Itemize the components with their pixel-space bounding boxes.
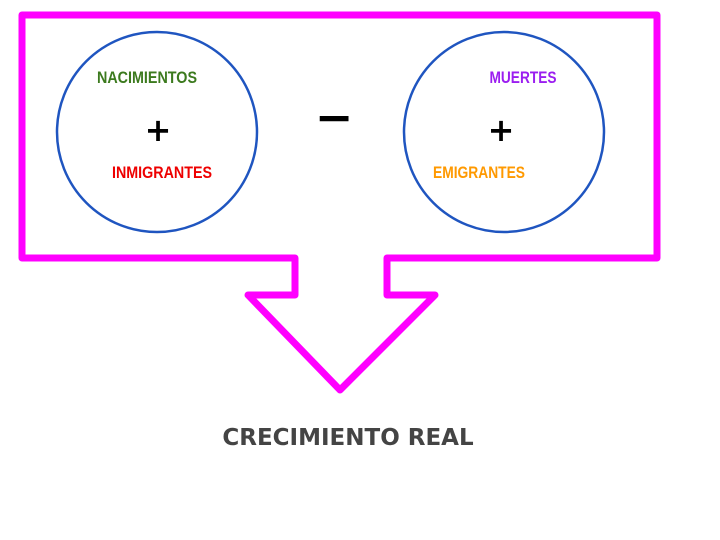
minus-operator: − [315, 90, 354, 144]
right-circle [402, 30, 606, 234]
deaths-label: MUERTES [490, 68, 557, 87]
immigrants-label: INMIGRANTES [112, 163, 212, 182]
callout-arrow-outline [18, 11, 661, 394]
emigrants-label: EMIGRANTES [433, 163, 525, 182]
plus-operator-left: + [145, 111, 172, 149]
plus-operator-right: + [488, 111, 515, 149]
result-label: CRECIMIENTO REAL [222, 425, 474, 451]
left-circle [55, 30, 259, 234]
births-label: NACIMIENTOS [97, 68, 197, 87]
